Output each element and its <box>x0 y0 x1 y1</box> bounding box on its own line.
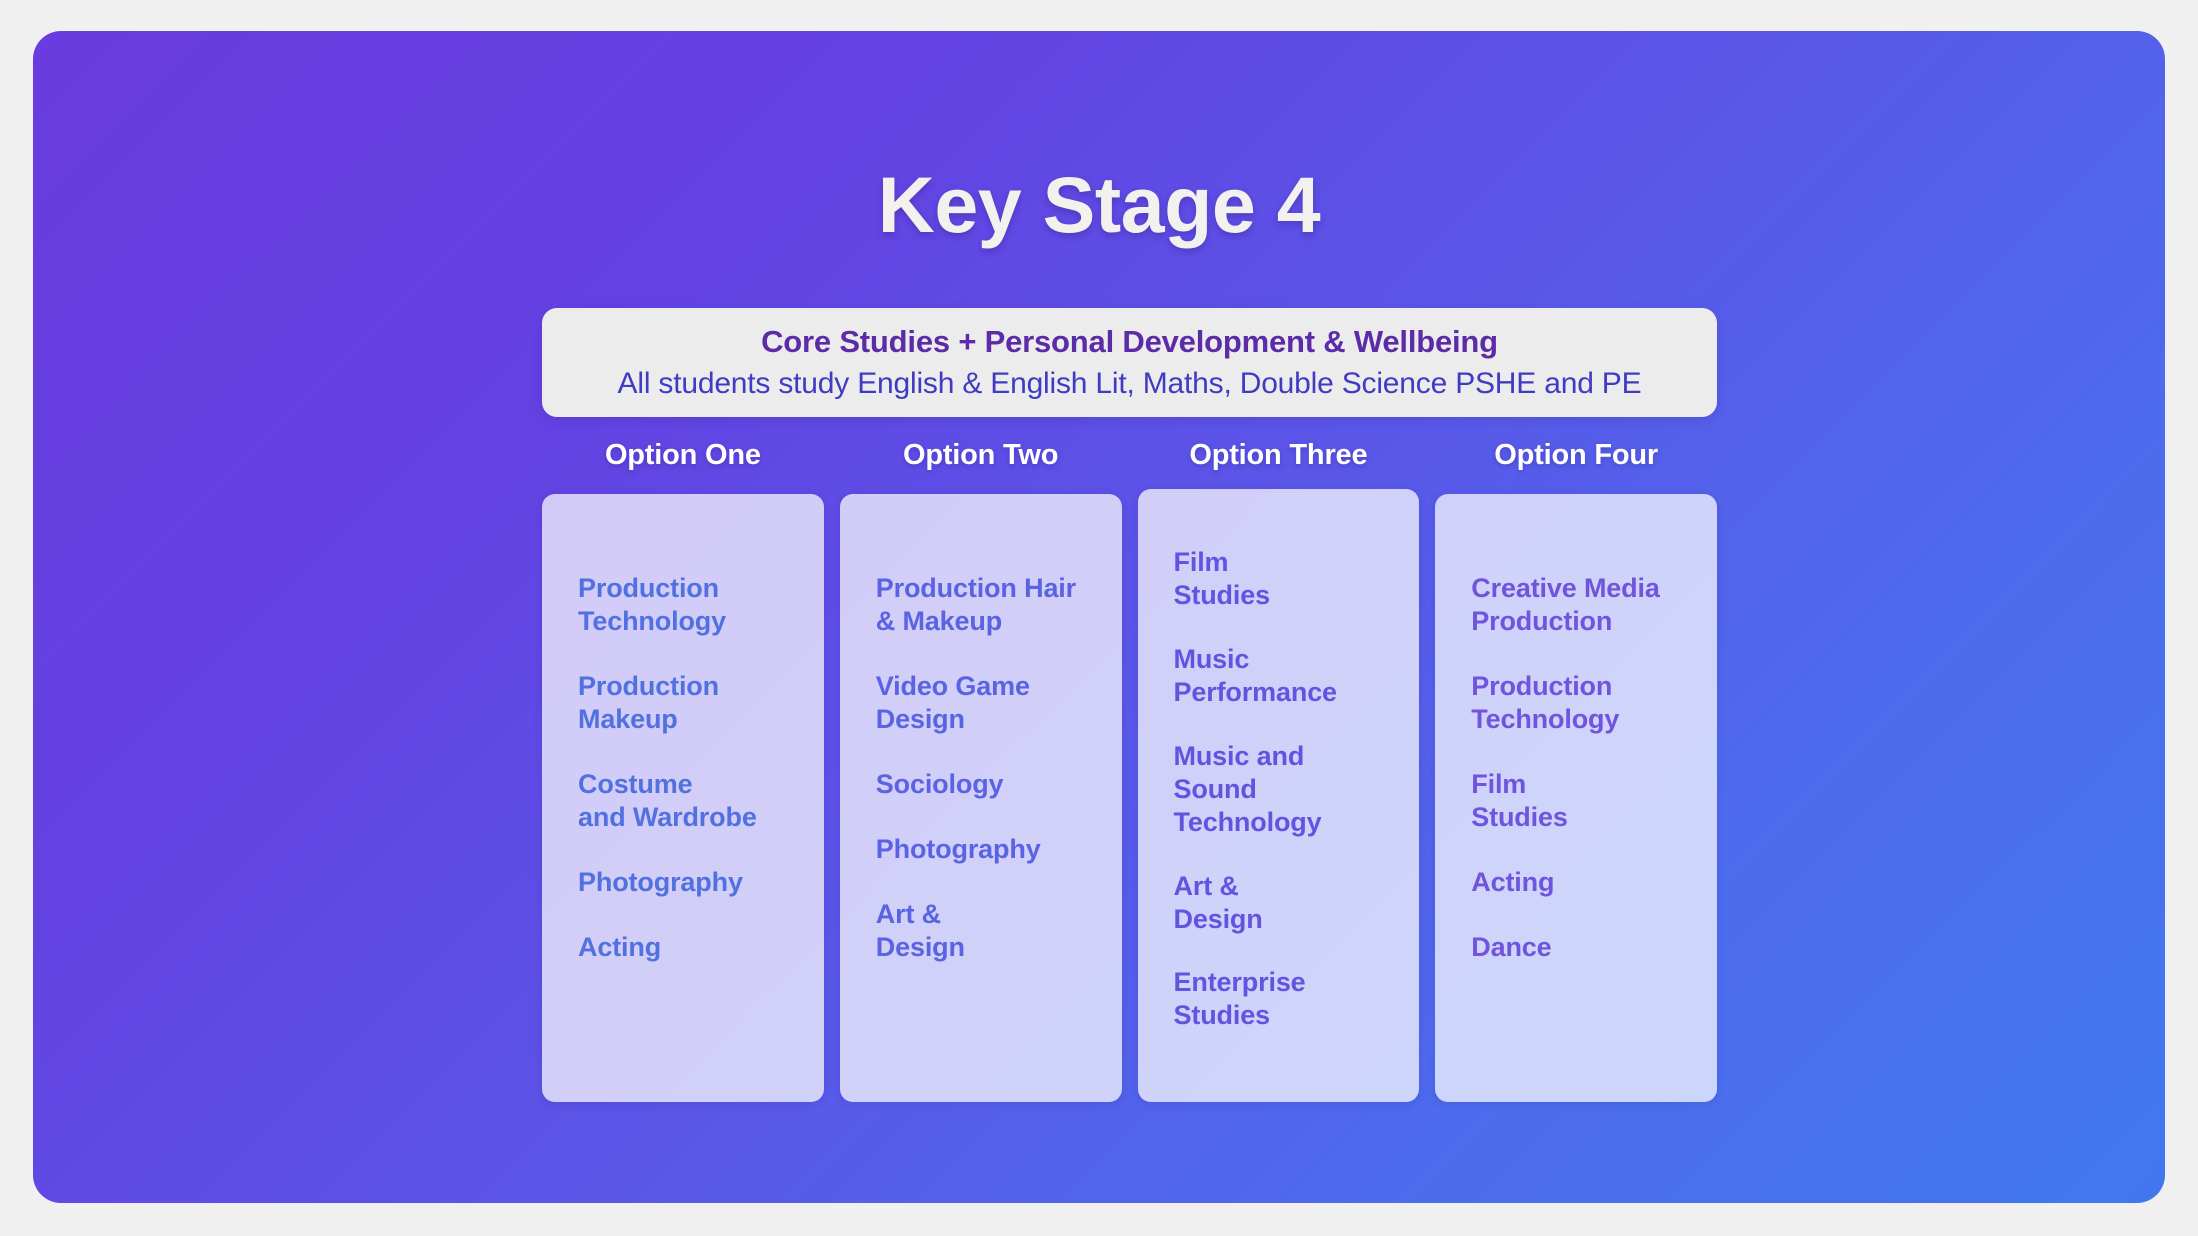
subject-item[interactable]: Video Game Design <box>875 670 1030 734</box>
subject-item[interactable]: Creative Media Production <box>1471 573 1660 636</box>
subject-item[interactable]: Production Makeup <box>578 670 719 734</box>
option-column-one: Option One Production Technology Product… <box>542 439 824 1102</box>
key-stage-poster: Key Stage 4 Core Studies + Personal Deve… <box>33 31 2165 1203</box>
page-title: Key Stage 4 <box>877 160 1321 249</box>
subject-item[interactable]: Costume and Wardrobe <box>578 768 757 832</box>
subject-item[interactable]: Production Hair & Makeup <box>875 573 1077 636</box>
options-row: Option One Production Technology Product… <box>542 439 1717 1102</box>
core-studies-banner: Core Studies + Personal Development & We… <box>542 308 1717 417</box>
subject-item[interactable]: Art & Design <box>1173 870 1263 934</box>
subject-item[interactable]: Film Studies <box>1173 547 1271 610</box>
option-four-card[interactable]: Creative Media Production Production Tec… <box>1435 494 1717 1102</box>
subject-item[interactable]: Art & Design <box>875 898 965 962</box>
subject-item[interactable]: Dance <box>1471 931 1552 962</box>
option-four-header: Option Four <box>1494 439 1658 471</box>
subject-item[interactable]: Acting <box>578 931 662 962</box>
option-one-header: Option One <box>604 439 761 471</box>
subject-item[interactable]: Enterprise Studies <box>1173 967 1306 1031</box>
option-one-card[interactable]: Production Technology Production Makeup … <box>542 494 824 1102</box>
subject-item[interactable]: Photography <box>578 866 743 897</box>
subject-item[interactable]: Music Performance <box>1173 643 1338 707</box>
subject-item[interactable]: Music and Sound Technology <box>1173 740 1322 837</box>
core-studies-subheading: All students study English & English Lit… <box>617 366 1642 400</box>
core-studies-heading: Core Studies + Personal Development & We… <box>761 323 1498 359</box>
option-two-card[interactable]: Production Hair & Makeup Video Game Desi… <box>839 494 1122 1102</box>
subject-item[interactable]: Sociology <box>875 768 1004 799</box>
option-column-two: Option Two Production Hair & Makeup Vide… <box>839 439 1122 1102</box>
subject-item[interactable]: Film Studies <box>1471 768 1568 832</box>
option-two-header: Option Two <box>902 439 1059 471</box>
subject-item[interactable]: Acting <box>1471 866 1555 897</box>
subject-item[interactable]: Production Technology <box>1471 670 1620 734</box>
option-three-card[interactable]: Film Studies Music Performance Music and… <box>1137 489 1420 1102</box>
option-column-three: Option Three Film Studies Music Performa… <box>1137 439 1420 1102</box>
option-column-four: Option Four Creative Media Production Pr… <box>1435 439 1717 1102</box>
subject-item[interactable]: Photography <box>875 833 1041 864</box>
subject-item[interactable]: Production Technology <box>578 573 727 636</box>
option-three-header: Option Three <box>1189 439 1368 471</box>
